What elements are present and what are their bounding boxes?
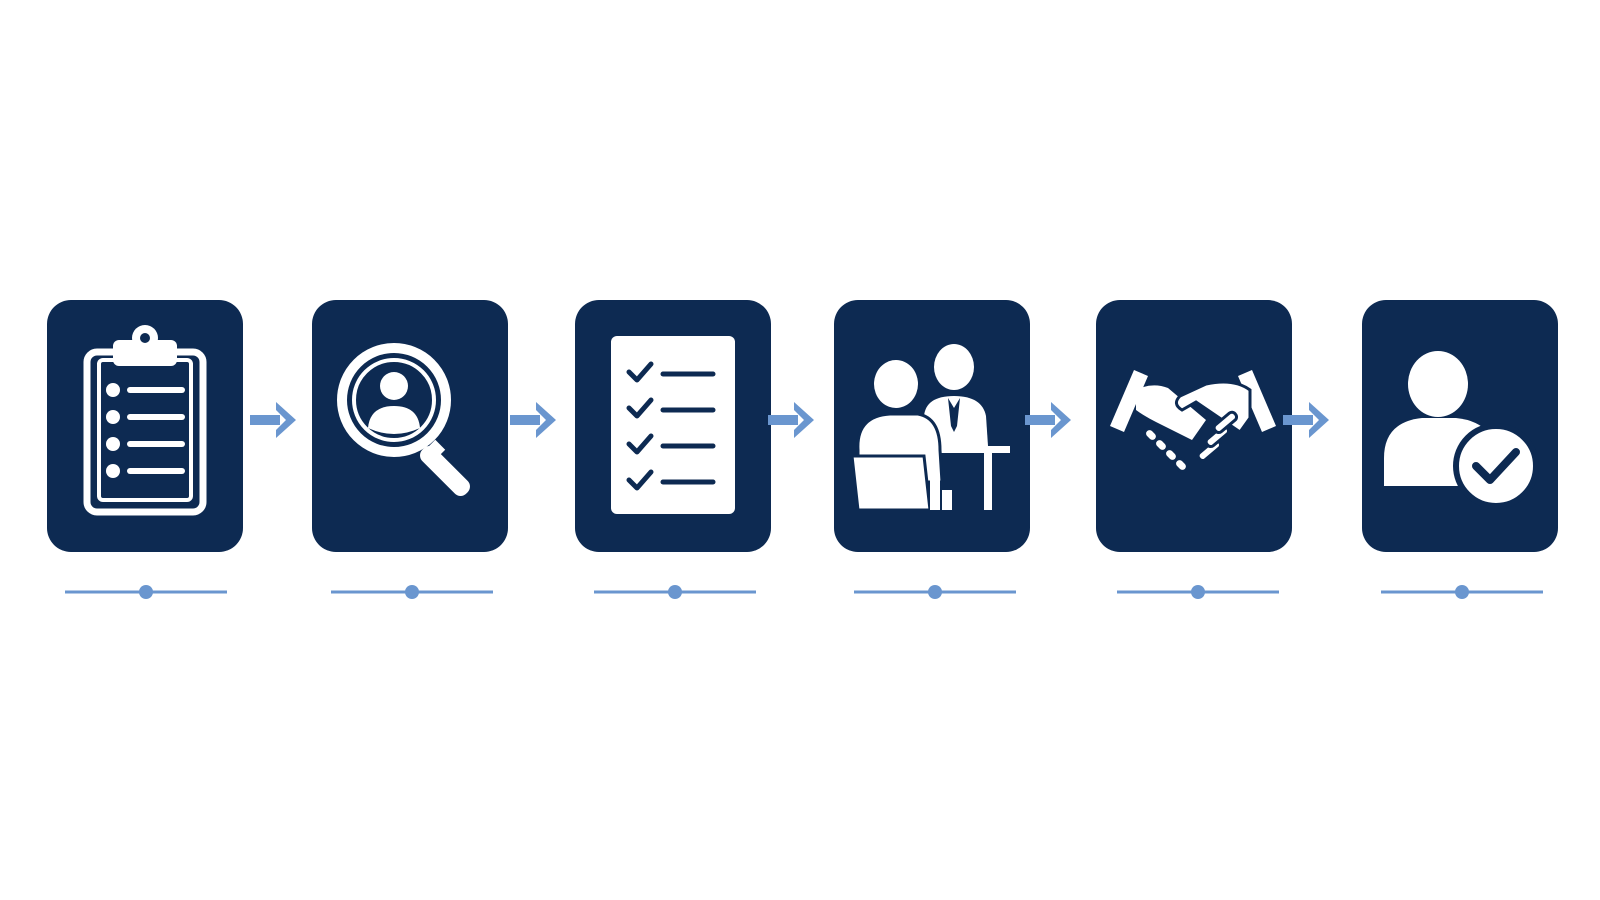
step-3-tile: [575, 300, 771, 552]
timeline-marker-2: [331, 585, 493, 599]
arrow-right-icon: [1283, 402, 1329, 438]
timeline-marker-3: [594, 585, 756, 599]
magnifier-person-icon: [337, 343, 470, 496]
timeline-marker-6: [1381, 585, 1543, 599]
arrow-right-icon: [768, 402, 814, 438]
arrow-right-icon: [1025, 402, 1071, 438]
checklist-icon: [611, 336, 735, 514]
clipboard-list-icon: [83, 325, 207, 516]
timeline-marker-5: [1117, 585, 1279, 599]
step-2-tile: [312, 300, 508, 552]
handshake-icon: [1110, 370, 1276, 473]
step-6-tile: [1362, 300, 1558, 552]
interview-icon: [850, 344, 1010, 512]
person-approved-icon: [1384, 351, 1539, 509]
step-1-tile: [47, 300, 243, 552]
step-4-tile: [834, 300, 1030, 552]
step-5-tile: [1096, 300, 1292, 552]
arrow-right-icon: [250, 402, 296, 438]
arrow-right-icon: [510, 402, 556, 438]
timeline-marker-4: [854, 585, 1016, 599]
timeline-marker-1: [65, 585, 227, 599]
